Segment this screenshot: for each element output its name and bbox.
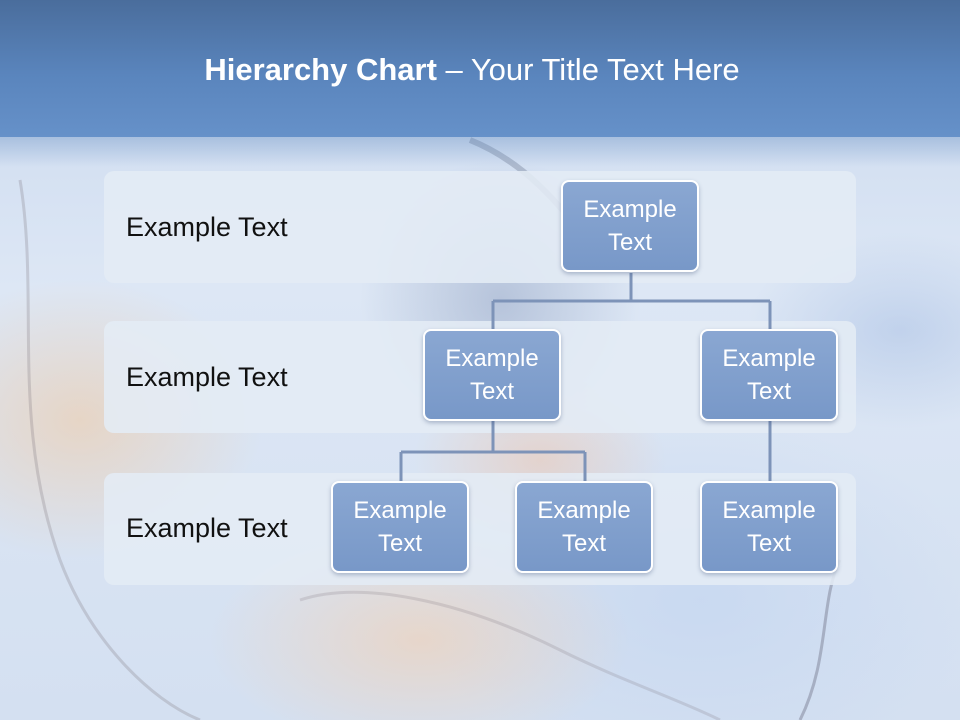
node-mid-right[interactable]: Example Text: [700, 329, 838, 421]
root-connector: [491, 273, 772, 329]
node-leaf-3[interactable]: Example Text: [700, 481, 838, 573]
level-band-1: [104, 171, 856, 283]
mid-left-connector: [399, 421, 587, 481]
title-rest: – Your Title Text Here: [436, 52, 740, 87]
node-mid-left[interactable]: Example Text: [423, 329, 561, 421]
level-label-2: Example Text: [126, 362, 288, 392]
level-label-3: Example Text: [126, 513, 288, 543]
node-leaf-2[interactable]: Example Text: [515, 481, 653, 573]
title-bold: Hierarchy Chart: [204, 52, 437, 87]
title-bar: [0, 0, 960, 137]
node-leaf-1[interactable]: Example Text: [331, 481, 469, 573]
level-label-1: Example Text: [126, 212, 288, 242]
slide-title: Hierarchy Chart – Your Title Text Here: [0, 52, 944, 88]
node-root[interactable]: Example Text: [561, 180, 699, 272]
